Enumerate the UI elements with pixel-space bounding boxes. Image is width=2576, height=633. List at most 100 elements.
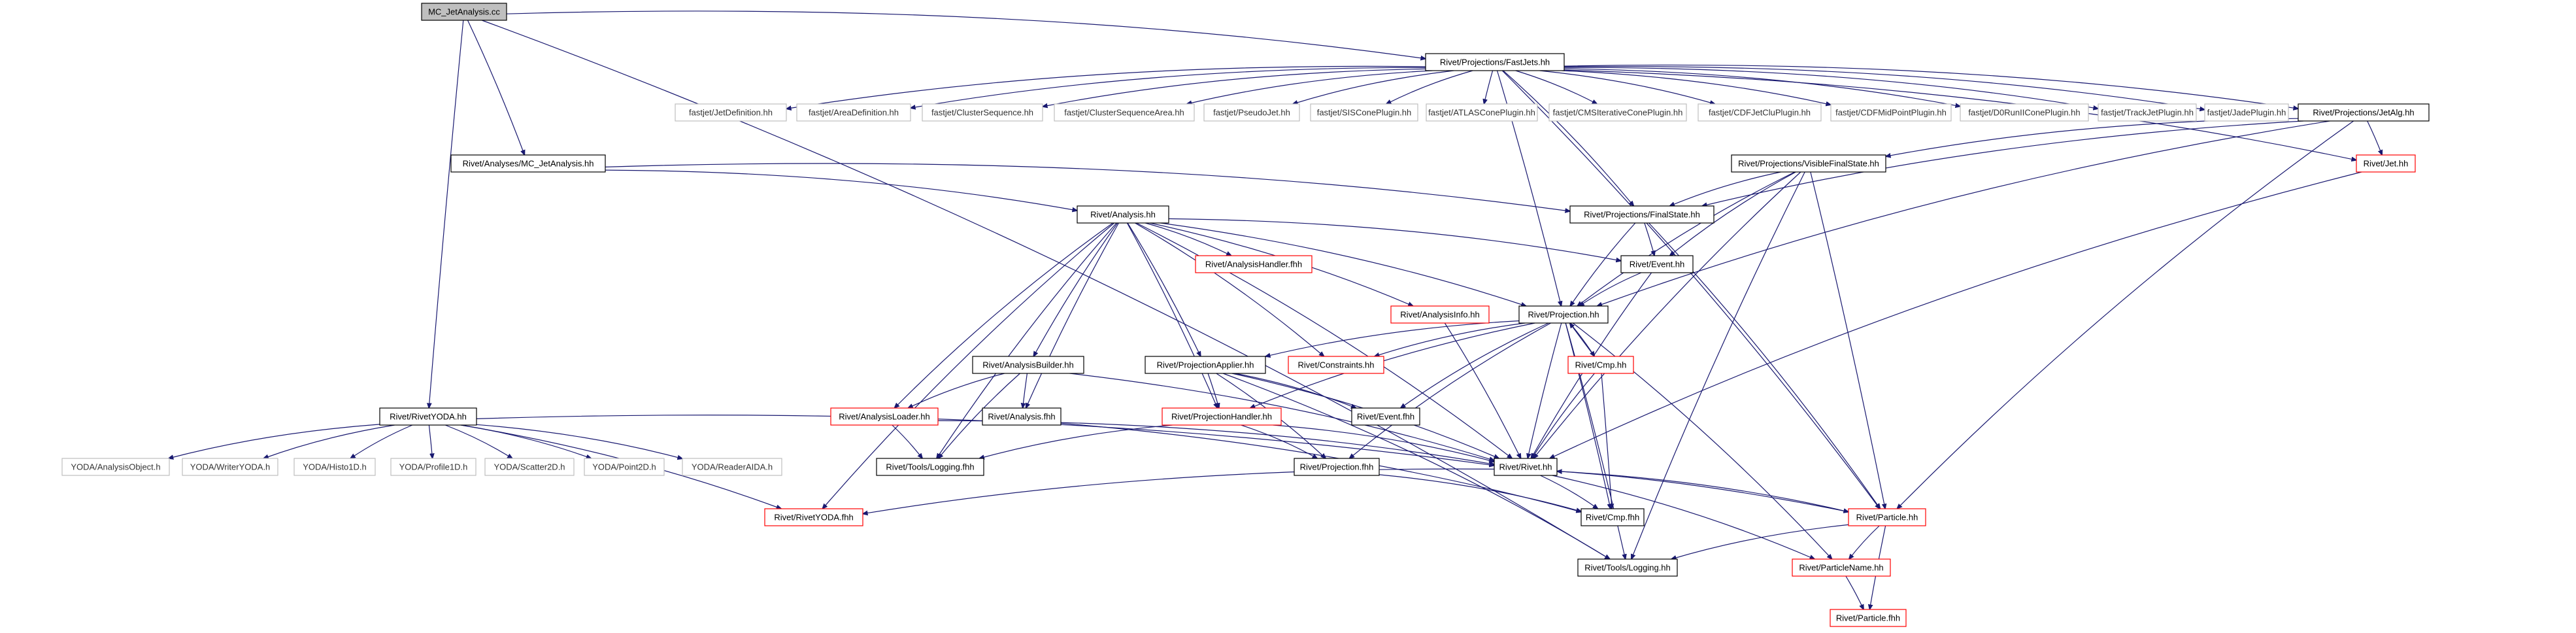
node-cmsiterative-hh: fastjet/CMSIterativeConePlugin.hh	[1548, 103, 1687, 122]
node-box	[764, 508, 863, 526]
node-trackjet-hh: fastjet/TrackJetPlugin.hh	[2098, 103, 2197, 122]
node-label: Rivet/Analysis.fhh	[988, 412, 1055, 422]
include-edges	[169, 10, 2383, 609]
node-box	[1145, 356, 1266, 374]
include-edge	[429, 20, 464, 408]
node-tools-logging-fhh[interactable]: Rivet/Tools/Logging.fhh	[876, 458, 984, 476]
node-cmp-hh[interactable]: Rivet/Cmp.hh	[1567, 356, 1634, 374]
node-label: fastjet/ATLASConePlugin.hh	[1428, 108, 1535, 118]
node-siscone-hh: fastjet/SISConePlugin.hh	[1310, 103, 1418, 122]
node-visiblefinalstate-hh[interactable]: Rivet/Projections/VisibleFinalState.hh	[1731, 154, 1886, 173]
include-edge	[1557, 471, 1849, 513]
include-edge	[263, 424, 395, 458]
node-particle-fhh[interactable]: Rivet/Particle.fhh	[1830, 609, 1907, 627]
node-label: Rivet/AnalysisInfo.hh	[1400, 310, 1479, 320]
include-edge	[937, 222, 1117, 458]
node-box	[1077, 205, 1169, 224]
node-projection-hh[interactable]: Rivet/Projection.hh	[1518, 305, 1609, 324]
node-box	[682, 458, 782, 476]
include-edge	[1250, 322, 1535, 408]
node-particle-hh[interactable]: Rivet/Particle.hh	[1848, 508, 1926, 526]
node-rivet-hh[interactable]: Rivet/Rivet.hh	[1494, 458, 1558, 476]
node-constraints-hh[interactable]: Rivet/Constraints.hh	[1288, 356, 1384, 374]
node-box	[293, 458, 376, 476]
include-edge	[605, 163, 1570, 211]
node-box	[830, 407, 939, 426]
node-label: Rivet/Projections/JetAlg.hh	[2313, 108, 2414, 118]
node-label: MC_JetAnalysis.cc	[428, 7, 500, 17]
node-box	[1162, 407, 1282, 426]
node-jetalg-hh[interactable]: Rivet/Projections/JetAlg.hh	[2298, 103, 2430, 122]
node-label: fastjet/PseudoJet.hh	[1213, 108, 1290, 118]
node-label: Rivet/Particle.hh	[1856, 513, 1918, 522]
include-edge	[1564, 65, 2205, 110]
node-analysis-hh[interactable]: Rivet/Analysis.hh	[1077, 205, 1169, 224]
node-yoda-writeryoda-h: YODA/WriterYODA.h	[182, 458, 278, 476]
node-rivetyoda-hh[interactable]: Rivet/RivetYODA.hh	[379, 407, 477, 426]
node-label: fastjet/ClusterSequence.hh	[931, 108, 1033, 118]
node-label: YODA/ReaderAIDA.h	[692, 462, 773, 472]
node-analysis-fhh[interactable]: Rivet/Analysis.fhh	[982, 407, 1062, 426]
include-edge	[1579, 272, 1642, 306]
include-edge	[1496, 70, 1562, 306]
node-projection-fhh[interactable]: Rivet/Projection.fhh	[1294, 458, 1380, 476]
include-edge	[1539, 70, 1715, 104]
node-box	[1294, 458, 1380, 476]
node-clustersequencearea-hh: fastjet/ClusterSequenceArea.hh	[1054, 103, 1195, 122]
node-label: YODA/WriterYODA.h	[190, 462, 271, 472]
node-box	[1351, 407, 1420, 426]
node-mc-jetanalysis-hh[interactable]: Rivet/Analyses/MC_JetAnalysis.hh	[450, 154, 606, 173]
include-edge	[1241, 424, 1318, 458]
node-box	[61, 458, 170, 476]
node-label: Rivet/Projection.hh	[1528, 310, 1599, 320]
node-label: YODA/Profile1D.h	[399, 462, 468, 472]
node-analysishandler-fhh[interactable]: Rivet/AnalysisHandler.fhh	[1195, 255, 1313, 273]
include-edge	[1187, 70, 1433, 104]
node-box	[1960, 103, 2089, 122]
node-box	[2298, 103, 2430, 122]
node-box	[1577, 558, 1678, 577]
node-box	[379, 407, 477, 426]
include-edge	[1533, 171, 1801, 458]
node-yoda-scatter2d-h: YODA/Scatter2D.h	[484, 458, 575, 476]
node-projectionapplier-hh[interactable]: Rivet/ProjectionApplier.hh	[1145, 356, 1266, 374]
include-edge	[1375, 322, 1526, 356]
node-label: Rivet/Jet.hh	[2364, 159, 2409, 169]
node-analysisbuilder-hh[interactable]: Rivet/AnalysisBuilder.hh	[972, 356, 1084, 374]
include-edge	[506, 10, 1426, 59]
node-analysisinfo-hh[interactable]: Rivet/AnalysisInfo.hh	[1390, 305, 1490, 324]
include-edge	[1033, 222, 1118, 356]
node-event-fhh[interactable]: Rivet/Event.fhh	[1351, 407, 1420, 426]
node-rivetyoda-fhh[interactable]: Rivet/RivetYODA.fhh	[764, 508, 863, 526]
node-label: fastjet/JetDefinition.hh	[689, 108, 773, 118]
node-label: Rivet/Projection.fhh	[1300, 462, 1374, 472]
node-box	[2356, 154, 2416, 173]
node-analysisloader-hh[interactable]: Rivet/AnalysisLoader.hh	[830, 407, 939, 426]
node-label: Rivet/ProjectionApplier.hh	[1157, 360, 1254, 370]
node-jet-hh[interactable]: Rivet/Jet.hh	[2356, 154, 2416, 173]
node-cmp-fhh[interactable]: Rivet/Cmp.fhh	[1581, 508, 1645, 526]
node-clustersequence-hh: fastjet/ClusterSequence.hh	[922, 103, 1043, 122]
node-cdfmidpoint-hh: fastjet/CDFMidPointPlugin.hh	[1830, 103, 1952, 122]
node-box	[1731, 154, 1886, 173]
include-edge	[1501, 70, 1880, 509]
include-edge	[1069, 373, 1494, 460]
node-box	[1494, 458, 1558, 476]
include-edge	[1444, 322, 1520, 458]
include-edge	[1135, 222, 1324, 356]
include-edge	[1570, 222, 1636, 306]
node-label: Rivet/AnalysisHandler.fhh	[1205, 260, 1302, 269]
node-projectionhandler-hh[interactable]: Rivet/ProjectionHandler.hh	[1162, 407, 1282, 426]
node-label: Rivet/RivetYODA.fhh	[774, 513, 853, 522]
node-box	[1792, 558, 1891, 577]
include-edge	[1565, 322, 1625, 559]
node-tools-logging-hh[interactable]: Rivet/Tools/Logging.hh	[1577, 558, 1678, 577]
node-label: fastjet/AreaDefinition.hh	[809, 108, 899, 118]
node-fastjets-hh[interactable]: Rivet/Projections/FastJets.hh	[1425, 53, 1565, 71]
include-edge	[1564, 67, 2098, 109]
node-label: Rivet/Tools/Logging.fhh	[886, 462, 974, 472]
include-edge	[1644, 222, 1654, 256]
node-particlename-hh[interactable]: Rivet/ParticleName.hh	[1792, 558, 1891, 577]
node-event-hh[interactable]: Rivet/Event.hh	[1620, 255, 1694, 273]
node-finalstate-hh[interactable]: Rivet/Projections/FinalState.hh	[1569, 205, 1715, 224]
